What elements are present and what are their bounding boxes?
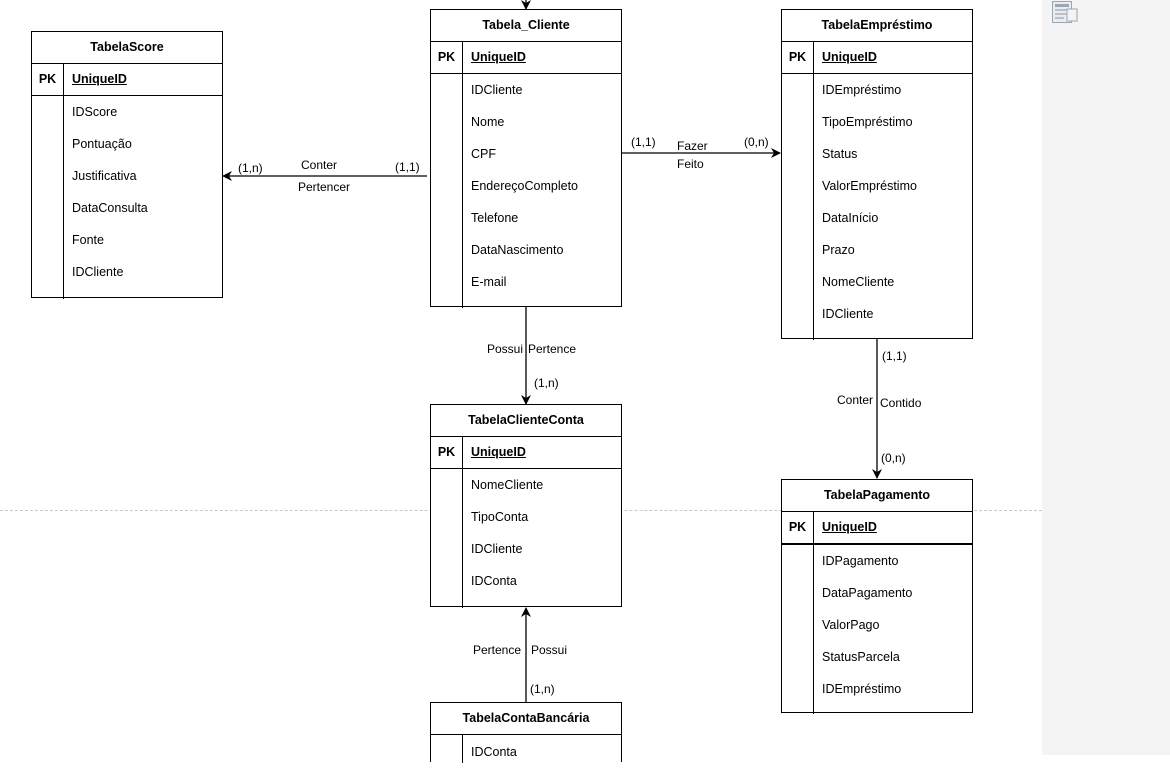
pk-field: UniqueID <box>72 72 127 86</box>
diagram-canvas[interactable]: TabelaScore PK UniqueID IDScore Pontuaçã… <box>0 0 1042 763</box>
field[interactable]: IDCliente <box>72 265 124 279</box>
field[interactable]: EndereçoCompleto <box>471 179 579 193</box>
field-list: IDScore Pontuação Justificativa DataCons… <box>32 96 222 299</box>
field[interactable]: IDEmpréstimo <box>822 682 902 696</box>
field[interactable]: DataInício <box>822 211 879 225</box>
field[interactable]: TipoEmpréstimo <box>822 115 913 129</box>
cardinality-label[interactable]: (1,n) <box>534 376 559 390</box>
entity-title: Tabela_Cliente <box>431 10 621 42</box>
cardinality-label[interactable]: (0,n) <box>881 451 906 465</box>
cardinality-label[interactable]: (1,1) <box>882 349 907 363</box>
primary-key-row[interactable]: PK UniqueID <box>782 42 972 74</box>
field[interactable]: IDConta <box>471 574 517 588</box>
cardinality-label[interactable]: (1,n) <box>530 682 555 696</box>
relation-label[interactable]: Possui <box>531 643 568 657</box>
relation-label[interactable]: Possui <box>487 342 524 356</box>
field[interactable]: CPF <box>471 147 496 161</box>
cardinality-label[interactable]: (1,1) <box>395 160 420 174</box>
entity-title: TabelaEmpréstimo <box>782 10 972 42</box>
field[interactable]: NomeCliente <box>822 275 895 289</box>
field[interactable]: StatusParcela <box>822 650 900 664</box>
entity-tabela-cliente-conta[interactable]: TabelaClienteConta PK UniqueID NomeClien… <box>430 404 622 608</box>
cardinality-label[interactable]: (1,1) <box>631 135 656 149</box>
field-list: IDEmpréstimo TipoEmpréstimo Status Valor… <box>782 74 972 340</box>
entity-title: TabelaClienteConta <box>431 405 621 437</box>
field[interactable]: DataNascimento <box>471 243 564 257</box>
primary-key-row[interactable]: PK UniqueID <box>431 42 621 74</box>
field[interactable]: E-mail <box>471 275 507 289</box>
field[interactable]: TipoConta <box>471 510 529 524</box>
field[interactable]: ValorEmpréstimo <box>822 179 917 193</box>
relation-label[interactable]: Fazer <box>677 139 708 153</box>
field[interactable]: IDCliente <box>822 307 874 321</box>
field[interactable]: Prazo <box>822 243 855 257</box>
relation-label[interactable]: Pertence <box>473 643 522 657</box>
field-list: IDPagamento DataPagamento ValorPago Stat… <box>782 545 972 714</box>
entity-tabela-emprestimo[interactable]: TabelaEmpréstimo PK UniqueID IDEmpréstim… <box>781 9 973 340</box>
field[interactable]: Justificativa <box>72 169 137 183</box>
entity-tabela-score[interactable]: TabelaScore PK UniqueID IDScore Pontuaçã… <box>31 31 223 299</box>
relation-label[interactable]: Pertencer <box>298 180 351 194</box>
relation-label[interactable]: Contido <box>880 396 922 410</box>
pk-label: PK <box>431 437 463 468</box>
field[interactable]: IDConta <box>471 745 517 759</box>
format-panel[interactable] <box>1042 0 1170 755</box>
field[interactable]: ValorPago <box>822 618 880 632</box>
entity-title: TabelaScore <box>32 32 222 64</box>
relation-label[interactable]: Feito <box>677 157 704 171</box>
pk-field: UniqueID <box>471 50 526 64</box>
field-list: IDConta <box>431 735 621 763</box>
relation-label[interactable]: Pertence <box>528 342 577 356</box>
pk-label: PK <box>32 64 64 95</box>
field[interactable]: IDPagamento <box>822 554 899 568</box>
field[interactable]: IDCliente <box>471 542 523 556</box>
relation-label[interactable]: Conter <box>837 393 874 407</box>
entity-tabela-cliente[interactable]: Tabela_Cliente PK UniqueID IDCliente Nom… <box>430 9 622 308</box>
pk-field: UniqueID <box>471 445 526 459</box>
entity-title: TabelaContaBancária <box>431 703 621 735</box>
pk-label: PK <box>431 42 463 73</box>
field[interactable]: Telefone <box>471 211 519 225</box>
field[interactable]: IDCliente <box>471 83 523 97</box>
primary-key-row[interactable]: PK UniqueID <box>32 64 222 96</box>
entity-title: TabelaPagamento <box>782 480 972 512</box>
field[interactable]: DataConsulta <box>72 201 148 215</box>
primary-key-row[interactable]: PK UniqueID <box>782 512 972 545</box>
field[interactable]: Fonte <box>72 233 104 247</box>
primary-key-row[interactable]: PK UniqueID <box>431 437 621 469</box>
pk-label: PK <box>782 42 814 73</box>
field[interactable]: NomeCliente <box>471 478 544 492</box>
field[interactable]: Status <box>822 147 858 161</box>
page-format-icon[interactable] <box>1052 1 1078 23</box>
relation-label[interactable]: Conter <box>301 158 338 172</box>
field[interactable]: DataPagamento <box>822 586 913 600</box>
entity-tabela-conta-bancaria[interactable]: TabelaContaBancária IDConta <box>430 702 622 763</box>
cardinality-label[interactable]: (1,n) <box>238 161 263 175</box>
pk-field: UniqueID <box>822 50 877 64</box>
pk-label: PK <box>782 512 814 543</box>
field[interactable]: Pontuação <box>72 137 132 151</box>
relationship-lines <box>222 0 882 702</box>
field[interactable]: Nome <box>471 115 505 129</box>
entity-tabela-pagamento[interactable]: TabelaPagamento PK UniqueID IDPagamento … <box>781 479 973 714</box>
field-list: IDCliente Nome CPF EndereçoCompleto Tele… <box>431 74 621 308</box>
field[interactable]: IDEmpréstimo <box>822 83 902 97</box>
field-list: NomeCliente TipoConta IDCliente IDConta <box>431 469 621 608</box>
pk-field: UniqueID <box>822 520 877 534</box>
cardinality-label[interactable]: (0,n) <box>744 135 769 149</box>
field[interactable]: IDScore <box>72 105 118 119</box>
